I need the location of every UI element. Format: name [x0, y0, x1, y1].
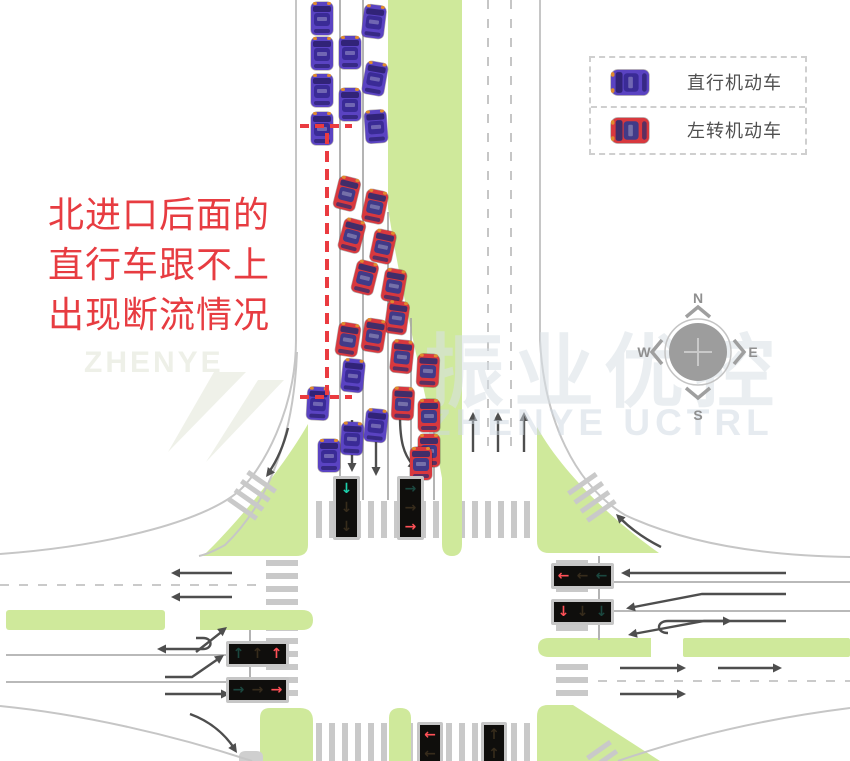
north-left-signal: → → → — [397, 476, 424, 540]
compass-chevrons — [649, 304, 747, 401]
annotation-gap-top-dash — [300, 124, 352, 128]
car-straight — [311, 37, 333, 70]
se-slip-crosswalk — [586, 740, 619, 761]
straight-car-icon — [607, 69, 653, 95]
compass-east-label: E — [748, 344, 757, 360]
west-straight-signal: ↑ ↑ ↑ — [226, 641, 289, 667]
car-straight — [318, 439, 340, 472]
car-straight — [339, 36, 361, 69]
signal-arrow-red: ← — [424, 726, 436, 743]
car-straight — [611, 69, 649, 95]
legend: 直行机动车 左转机动车 — [589, 56, 807, 155]
annotation-line: 出现断流情况 — [48, 294, 271, 335]
signal-arrow-dim: ↓ — [340, 519, 353, 536]
median-islands — [6, 0, 850, 761]
signal-arrow-dim: ↓ — [340, 499, 353, 516]
legend-item-straight: 直行机动车 — [591, 58, 805, 106]
east-straight-signal: ← ← ← — [551, 563, 614, 589]
legend-item-left: 左转机动车 — [591, 105, 805, 154]
compass-west-label: W — [637, 344, 651, 360]
signal-arrow-dimteal: ↑ — [232, 646, 245, 662]
signal-arrow-dim: ↑ — [488, 726, 500, 743]
signal-arrow-dim: → — [404, 499, 417, 516]
signal-arrow-dimteal: ↓ — [595, 604, 608, 620]
annotation-text: 北进口后面的 直行车跟不上 出现断流情况 — [48, 190, 270, 340]
north-straight-signal: ↓ ↓ ↓ — [333, 476, 360, 540]
car-left-turn — [391, 386, 415, 421]
annotation-gap-line — [325, 133, 329, 395]
car-left-turn — [389, 338, 415, 375]
signal-arrow-red: → — [404, 519, 417, 536]
signal-arrow-dimteal: ← — [595, 568, 608, 584]
car-straight — [339, 88, 361, 121]
car-straight — [340, 357, 366, 394]
car-straight — [311, 74, 333, 107]
left-turn-car-icon — [607, 118, 653, 144]
compass-north-label: N — [693, 290, 703, 306]
car-straight — [361, 3, 387, 40]
signal-arrow-dim: ↑ — [488, 746, 500, 761]
legend-label: 左转机动车 — [687, 121, 782, 142]
car-straight — [363, 109, 389, 144]
signal-arrow-red: ← — [557, 568, 570, 584]
legend-label: 直行机动车 — [687, 72, 782, 93]
car-left-turn — [611, 118, 649, 144]
signal-arrow-dimteal: → — [404, 480, 417, 497]
car-left-turn — [416, 353, 440, 388]
annotation-gap-bottom-dash — [300, 395, 352, 399]
signal-arrow-red: → — [270, 682, 283, 698]
car-left-turn — [418, 399, 440, 432]
lane-arrowheads — [157, 412, 782, 753]
signal-arrow-dim: ← — [576, 568, 589, 584]
signal-arrow-dim: ↑ — [251, 646, 264, 662]
signal-arrow-dim: ← — [424, 746, 436, 761]
annotation-line: 北进口后面的 — [48, 194, 271, 235]
lane-arrows — [163, 415, 786, 749]
annotation-line: 直行车跟不上 — [48, 244, 271, 285]
signal-arrow-red: ↓ — [557, 604, 570, 620]
signal-arrow-dim: → — [251, 682, 264, 698]
car-straight — [311, 112, 333, 145]
compass-cross — [684, 338, 712, 366]
west-left-signal: → → → — [226, 677, 289, 703]
signal-arrow-red: ↑ — [270, 646, 283, 662]
ne-slip-crosswalk — [567, 472, 617, 523]
south-straight-signal: ↑↑ — [481, 722, 507, 761]
compass-south-label: S — [693, 407, 702, 423]
corner-island — [239, 751, 263, 761]
signal-arrow-teal: ↓ — [340, 480, 353, 497]
car-straight — [311, 2, 333, 35]
east-left-signal: ↓ ↓ ↓ — [551, 599, 614, 625]
car-left-turn — [383, 299, 411, 336]
compass-rose: N S W E — [637, 290, 757, 423]
south-left-signal: ←← — [417, 722, 443, 761]
nw-slip-crosswalk — [227, 470, 277, 521]
car-straight — [340, 421, 364, 456]
car-straight — [363, 407, 389, 444]
watermark-logo — [168, 372, 284, 462]
signal-arrow-dimteal: → — [232, 682, 245, 698]
dashed-lane-lines — [0, 0, 850, 682]
signal-arrow-dim: ↓ — [576, 604, 589, 620]
